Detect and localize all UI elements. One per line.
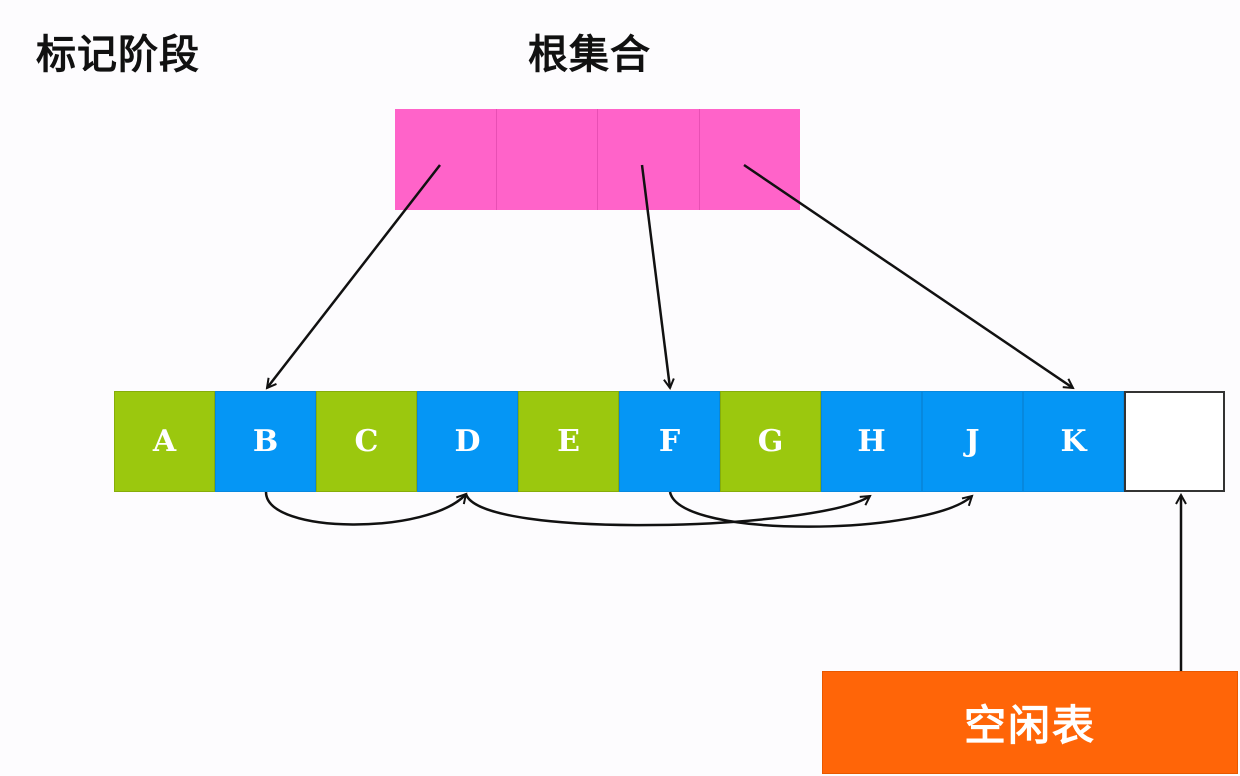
arrow-root-to-f: [640, 164, 670, 388]
root-cell-2: [496, 109, 598, 210]
heap: A B C D E F G H J K: [114, 391, 1225, 492]
heap-cell-j: J: [922, 391, 1023, 492]
arrow-b-to-d: [264, 491, 466, 526]
heap-cell-b: B: [215, 391, 316, 492]
heap-cell-g: G: [720, 391, 821, 492]
phase-title: 标记阶段: [36, 32, 200, 78]
root-cell-3: [598, 109, 700, 210]
arrow-root-to-b: [267, 164, 441, 388]
arrow-d-to-h: [464, 493, 870, 527]
root-set: [395, 109, 800, 210]
free-list-label: 空闲表: [963, 701, 1096, 750]
heap-cell-f: F: [619, 391, 720, 492]
arrow-root-to-k: [743, 163, 1073, 388]
heap-cell-k: K: [1023, 391, 1124, 492]
root-set-title: 根集合: [528, 32, 651, 78]
root-cell-1: [395, 109, 497, 210]
heap-cell-h: H: [821, 391, 922, 492]
free-list: 空闲表: [822, 671, 1238, 774]
heap-cell-c: C: [316, 391, 417, 492]
heap-cell-free: [1124, 391, 1225, 492]
root-cell-4: [699, 109, 800, 210]
heap-cell-a: A: [114, 391, 215, 492]
arrow-f-to-j: [668, 491, 972, 528]
heap-cell-d: D: [417, 391, 518, 492]
heap-cell-e: E: [518, 391, 619, 492]
